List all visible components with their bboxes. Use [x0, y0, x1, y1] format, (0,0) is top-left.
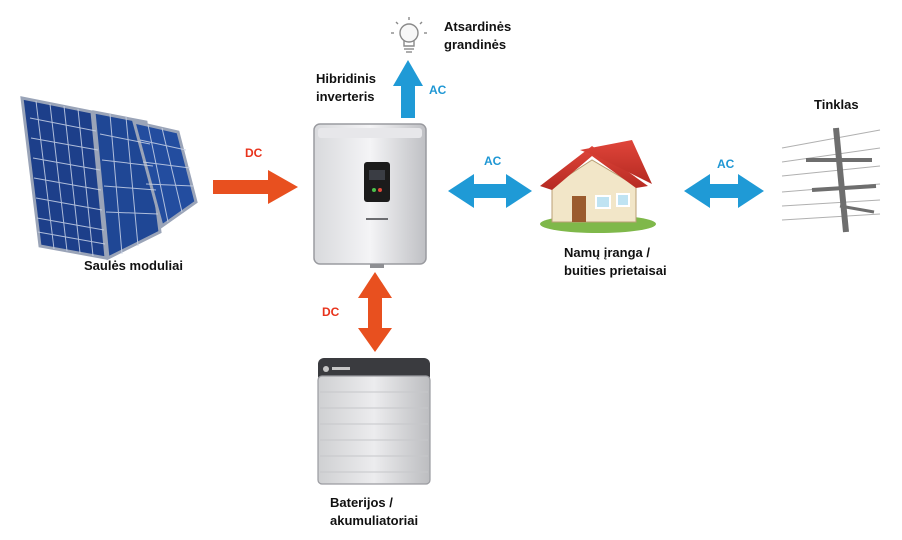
power-line-icon [781, 127, 881, 233]
battery-label-line1: Baterijos / [330, 495, 393, 510]
solar-panel-icon [20, 96, 198, 261]
home-label-line1: Namų įranga / [564, 245, 650, 260]
dc-tag-battery: DC [322, 305, 340, 319]
ac-tag-backup: AC [429, 83, 447, 97]
battery-icon [317, 358, 431, 485]
inverter-label-line2: inverteris [316, 89, 375, 104]
inverter-icon [313, 123, 427, 268]
backup-label-line2: grandinės [444, 37, 507, 52]
battery-label: Baterijos / akumuliatoriai [330, 494, 418, 530]
dc-arrow-solar-inverter [213, 170, 298, 204]
inverter-label: Hibridinis inverteris [316, 70, 376, 106]
ac-arrow-inverter-home [448, 174, 532, 208]
home-label: Namų įranga / buities prietaisai [564, 244, 667, 280]
ac-arrow-home-grid [684, 174, 764, 208]
battery-label-line2: akumuliatoriai [330, 513, 419, 528]
house-icon [540, 140, 656, 233]
ac-tag-home: AC [484, 154, 502, 168]
dc-tag-solar: DC [245, 146, 263, 160]
inverter-label-line1: Hibridinis [316, 71, 376, 86]
grid-label: Tinklas [814, 97, 859, 112]
dc-arrow-inverter-battery [358, 272, 392, 352]
ac-tag-grid: AC [717, 157, 735, 171]
home-label-line2: buities prietaisai [564, 263, 667, 278]
light-bulb-icon [391, 17, 427, 53]
backup-circuits-label: Atsardinės grandinės [444, 18, 511, 54]
ac-arrow-inverter-backup [393, 60, 423, 118]
backup-label-line1: Atsardinės [444, 19, 512, 34]
solar-label: Saulės moduliai [84, 258, 183, 273]
